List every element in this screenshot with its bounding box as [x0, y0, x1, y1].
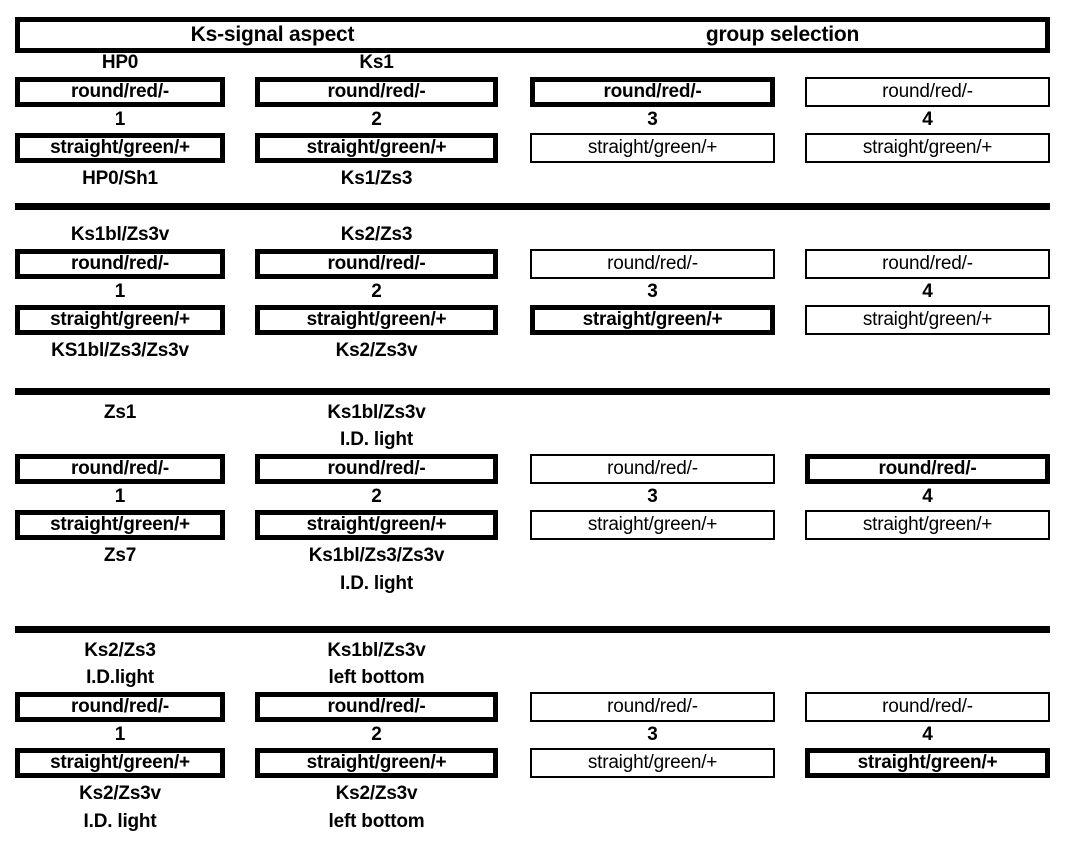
straight-green-box-2-4[interactable]: straight/green/+ — [805, 305, 1050, 335]
column-number: 1 — [114, 281, 126, 302]
round-red-box-1-1[interactable]: round/red/- — [15, 77, 225, 107]
column-number: 3 — [647, 109, 658, 130]
column-number: 2 — [371, 281, 382, 302]
column-number: 2 — [371, 109, 382, 130]
column-number: 1 — [114, 109, 126, 130]
column-number: 1 — [114, 486, 126, 507]
straight-green-box-3-2[interactable]: straight/green/+ — [255, 510, 498, 540]
group-divider-3 — [15, 626, 1050, 633]
bottom-caption-line: Ks2/Zs3v — [335, 340, 418, 361]
straight-green-box-4-4[interactable]: straight/green/+ — [805, 748, 1050, 778]
top-caption-line: Ks2/Zs3 — [84, 640, 156, 661]
column-number: 3 — [647, 486, 658, 507]
column-number: 2 — [371, 486, 382, 507]
straight-green-box-1-2[interactable]: straight/green/+ — [255, 133, 498, 163]
bottom-caption-line: I.D. light — [83, 811, 157, 832]
top-caption-line: HP0 — [101, 52, 139, 73]
top-caption-line: I.D. light — [340, 429, 413, 450]
top-caption-line: left bottom — [328, 667, 425, 688]
bottom-caption-line: Ks2/Zs3v — [79, 783, 161, 804]
round-red-box-4-1[interactable]: round/red/- — [15, 692, 225, 722]
top-caption-line: Ks1bl/Zs3v — [70, 224, 170, 245]
round-red-box-2-1[interactable]: round/red/- — [15, 249, 225, 279]
round-red-box-2-4[interactable]: round/red/- — [805, 249, 1050, 279]
straight-green-box-3-3[interactable]: straight/green/+ — [530, 510, 775, 540]
round-red-box-3-4[interactable]: round/red/- — [805, 454, 1050, 484]
bottom-caption-line: HP0/Sh1 — [82, 168, 158, 189]
straight-green-box-3-4[interactable]: straight/green/+ — [805, 510, 1050, 540]
top-caption-line: Ks2/Zs3 — [340, 224, 413, 245]
round-red-box-3-2[interactable]: round/red/- — [255, 454, 498, 484]
bottom-caption-line: Ks2/Zs3v — [335, 783, 418, 804]
bottom-caption-line: Zs7 — [103, 545, 137, 566]
column-number: 4 — [922, 109, 933, 130]
bottom-caption-line: KS1bl/Zs3/Zs3v — [51, 340, 189, 361]
round-red-box-4-3[interactable]: round/red/- — [530, 692, 775, 722]
round-red-box-2-2[interactable]: round/red/- — [255, 249, 498, 279]
bottom-caption-line: I.D. light — [340, 573, 413, 594]
bottom-caption-line: Ks1bl/Zs3/Zs3v — [308, 545, 445, 566]
straight-green-box-2-3[interactable]: straight/green/+ — [530, 305, 775, 335]
round-red-box-4-2[interactable]: round/red/- — [255, 692, 498, 722]
top-caption-line: Ks1bl/Zs3v — [327, 402, 426, 423]
straight-green-box-4-2[interactable]: straight/green/+ — [255, 748, 498, 778]
round-red-box-4-4[interactable]: round/red/- — [805, 692, 1050, 722]
round-red-box-1-3[interactable]: round/red/- — [530, 77, 775, 107]
column-number: 2 — [371, 724, 382, 745]
straight-green-box-1-3[interactable]: straight/green/+ — [530, 133, 775, 163]
header-title-ks-signal-aspect: Ks-signal aspect — [190, 23, 355, 46]
column-number: 3 — [647, 281, 658, 302]
round-red-box-2-3[interactable]: round/red/- — [530, 249, 775, 279]
column-number: 4 — [922, 281, 933, 302]
bottom-caption-line: left bottom — [328, 811, 425, 832]
column-number: 4 — [922, 486, 933, 507]
top-caption-line: Ks1bl/Zs3v — [327, 640, 426, 661]
group-divider-2 — [15, 388, 1050, 395]
top-caption-line: Zs1 — [103, 402, 137, 423]
round-red-box-1-4[interactable]: round/red/- — [805, 77, 1050, 107]
round-red-box-1-2[interactable]: round/red/- — [255, 77, 498, 107]
round-red-box-3-3[interactable]: round/red/- — [530, 454, 775, 484]
group-divider-1 — [15, 203, 1050, 210]
column-number: 3 — [647, 724, 658, 745]
bottom-caption-line: Ks1/Zs3 — [340, 168, 413, 189]
header-title-group-selection: group selection — [705, 23, 860, 46]
column-number: 1 — [114, 724, 126, 745]
top-caption-line: Ks1 — [359, 52, 394, 73]
straight-green-box-4-1[interactable]: straight/green/+ — [15, 748, 225, 778]
column-number: 4 — [922, 724, 933, 745]
straight-green-box-1-4[interactable]: straight/green/+ — [805, 133, 1050, 163]
straight-green-box-1-1[interactable]: straight/green/+ — [15, 133, 225, 163]
round-red-box-3-1[interactable]: round/red/- — [15, 454, 225, 484]
straight-green-box-3-1[interactable]: straight/green/+ — [15, 510, 225, 540]
straight-green-box-2-1[interactable]: straight/green/+ — [15, 305, 225, 335]
top-caption-line: I.D.light — [86, 667, 154, 688]
straight-green-box-4-3[interactable]: straight/green/+ — [530, 748, 775, 778]
table-header-bar: Ks-signal aspect group selection — [15, 17, 1050, 53]
straight-green-box-2-2[interactable]: straight/green/+ — [255, 305, 498, 335]
